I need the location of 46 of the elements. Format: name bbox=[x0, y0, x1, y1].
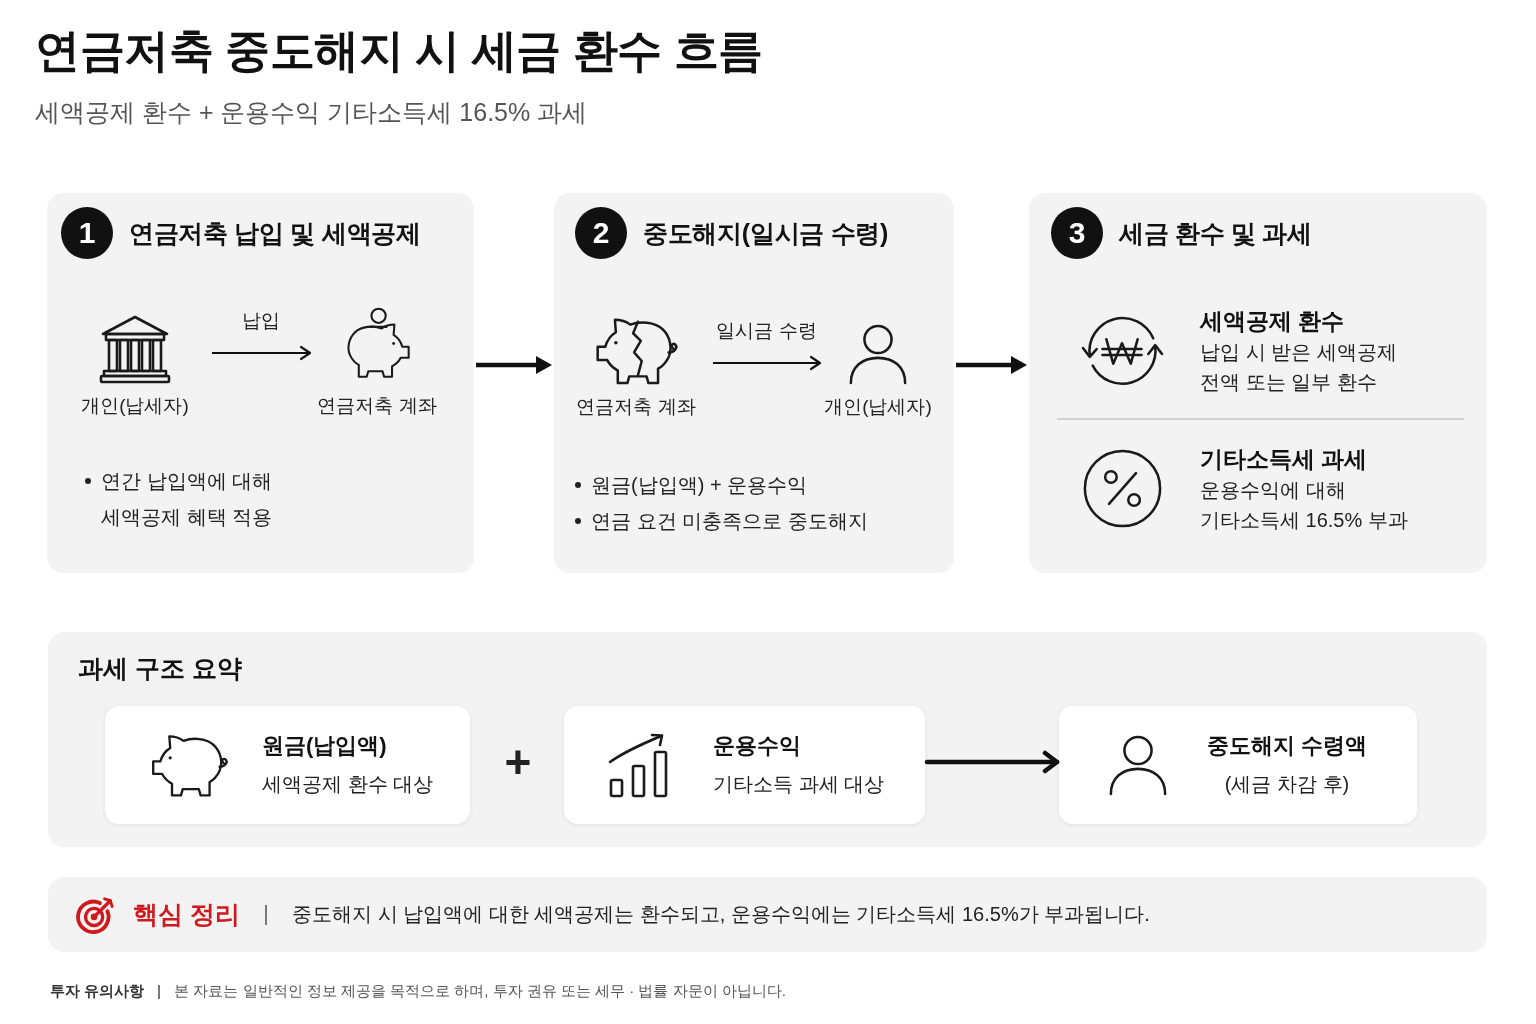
step-number: 3 bbox=[1051, 207, 1103, 259]
card-text: (세금 차감 후) bbox=[1224, 772, 1350, 797]
panel-title: 연금저축 납입 및 세액공제 bbox=[129, 217, 421, 249]
bullet-text: 원금(납입액) + 운용수익 bbox=[591, 473, 808, 498]
key-point-text: 중도해지 시 납입액에 대한 세액공제는 환수되고, 운용수익에는 기타소득세 16.5%가 부과됩니다. bbox=[291, 902, 1150, 927]
panel-title: 중도해지(일시금 수령) bbox=[643, 217, 888, 249]
node-label: 개인(납세자) bbox=[81, 394, 189, 418]
item-text: 납입 시 받은 세액공제 전액 또는 일부 환수 bbox=[1200, 339, 1398, 395]
edge-label: 일시금 수령 bbox=[716, 319, 817, 343]
step-panel bbox=[554, 193, 954, 573]
item-heading: 기타소득세 과세 bbox=[1200, 444, 1369, 474]
summary-panel bbox=[48, 632, 1487, 847]
card-title: 원금(납입액) bbox=[262, 732, 387, 760]
step-panel bbox=[47, 193, 474, 573]
arrow bbox=[212, 345, 312, 361]
summary-card bbox=[105, 706, 470, 824]
step-number: 1 bbox=[61, 207, 113, 259]
panel-title: 세금 환수 및 과세 bbox=[1119, 217, 1312, 249]
key-point-panel bbox=[48, 877, 1487, 952]
summary-card bbox=[1059, 706, 1417, 824]
summary-card bbox=[564, 706, 925, 824]
page-subtitle: 세액공제 환수 + 운용수익 기타소득세 16.5% 과세 bbox=[35, 97, 588, 128]
plus-sign: + bbox=[503, 736, 533, 788]
node-label: 연금저축 계좌 bbox=[317, 394, 437, 418]
page-title: 연금저축 중도해지 시 세금 환수 흐름 bbox=[35, 24, 763, 78]
card-text: 기타소득 과세 대상 bbox=[713, 772, 885, 797]
arrow bbox=[924, 750, 1060, 774]
section-heading: 과세 구조 요약 bbox=[78, 653, 242, 684]
item-text: 운용수익에 대해 기타소득세 16.5% 부과 bbox=[1200, 477, 1409, 533]
node-label: 연금저축 계좌 bbox=[576, 395, 696, 419]
arrow bbox=[956, 356, 1027, 374]
card-title: 운용수익 bbox=[713, 732, 801, 760]
card-title: 중도해지 수령액 bbox=[1206, 732, 1368, 760]
bullet-text: 연금 요건 미충족으로 중도해지 bbox=[591, 509, 868, 534]
step-panel bbox=[1029, 193, 1487, 573]
disclaimer-heading: 투자 유의사항 bbox=[50, 982, 145, 1001]
disclaimer-text: 본 자료는 일반적인 정보 제공을 목적으로 하며, 투자 권유 또는 세무 · 법률 자문이 아닙니다. bbox=[174, 982, 786, 1001]
key-point-heading: 핵심 정리 bbox=[133, 899, 240, 930]
bullet-text: 연간 납입액에 대해 세액공제 혜택 적용 bbox=[101, 469, 274, 530]
item-heading: 세액공제 환수 bbox=[1200, 306, 1346, 336]
node-label: 개인(납세자) bbox=[824, 395, 932, 419]
card-text: 세액공제 환수 대상 bbox=[262, 772, 434, 797]
edge-label: 납입 bbox=[242, 309, 280, 333]
arrow bbox=[476, 356, 552, 374]
arrow bbox=[713, 355, 822, 371]
step-number: 2 bbox=[575, 207, 627, 259]
